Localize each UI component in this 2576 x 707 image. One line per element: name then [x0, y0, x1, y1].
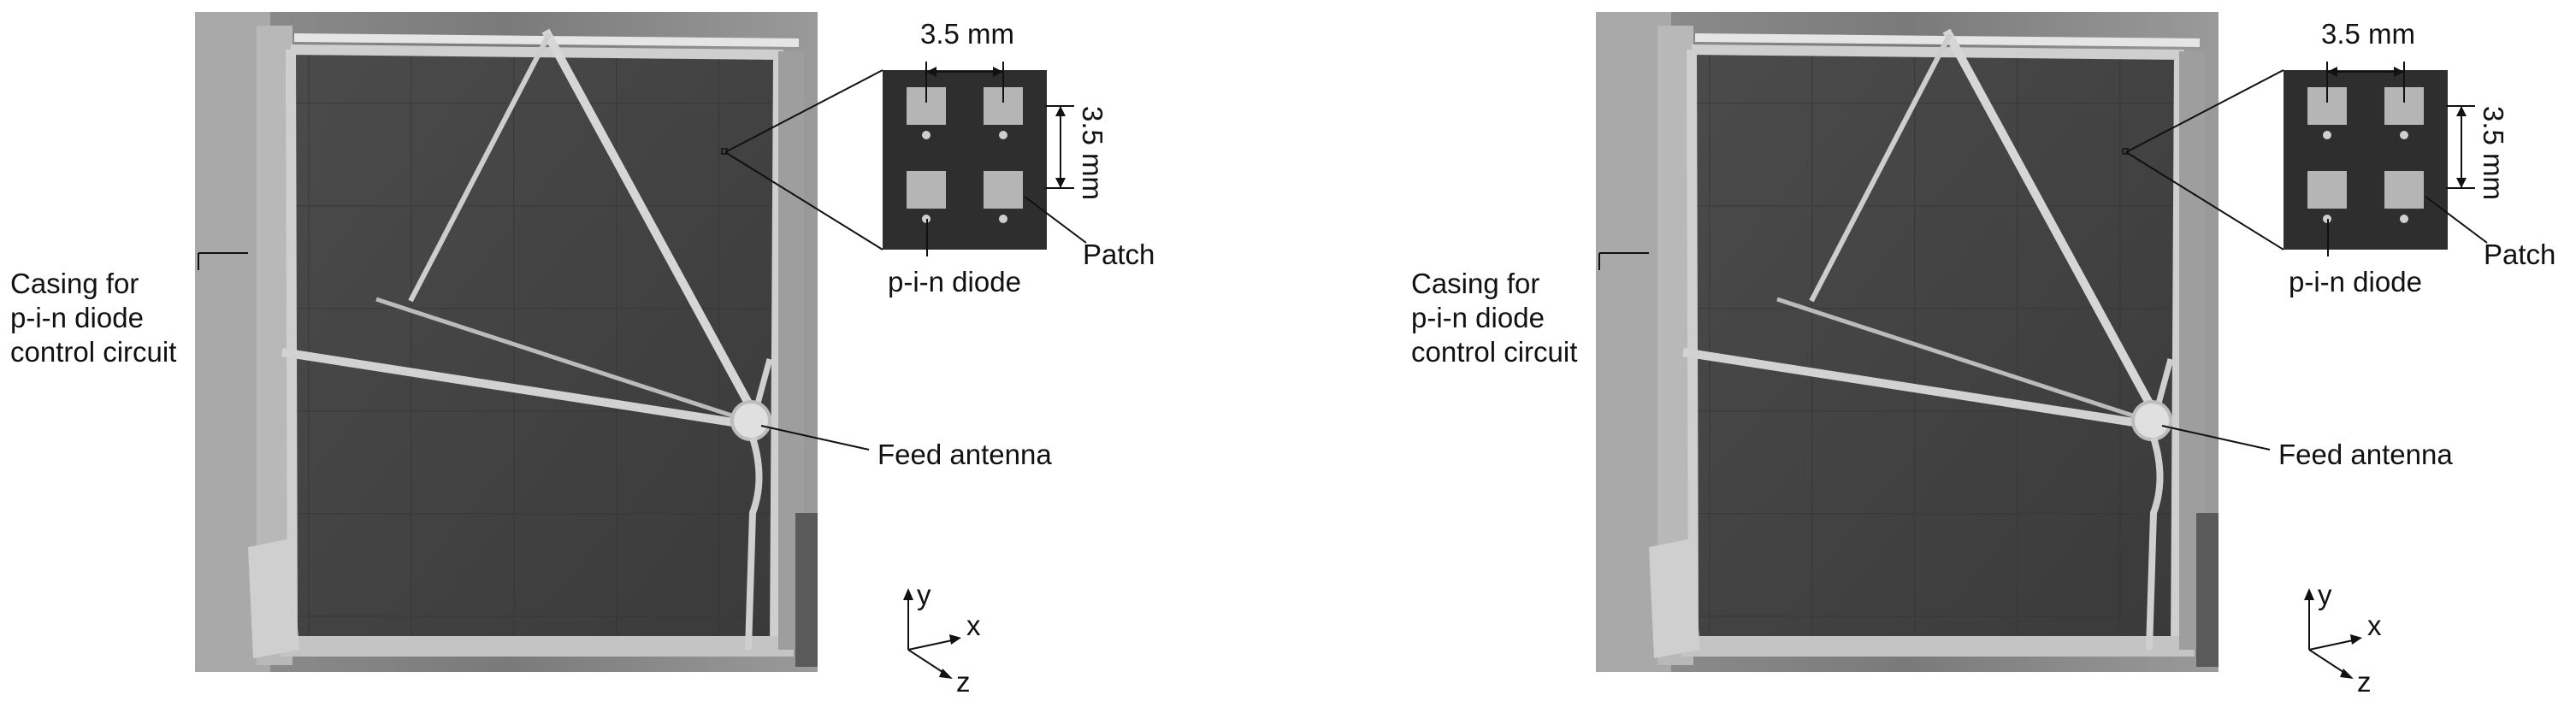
- spacing-x-label: 3.5 mm: [2321, 18, 2416, 50]
- casing-label: Casing for p-i-n diode control circuit: [10, 267, 176, 369]
- patch-label: Patch: [2484, 239, 2556, 270]
- diode-label: p-i-n diode: [888, 266, 1021, 298]
- casing-label-line-3: control circuit: [10, 336, 177, 368]
- spacing-y-label: 3.5 mm: [2478, 106, 2509, 201]
- casing-label-line-2: p-i-n diode: [10, 302, 144, 333]
- coordinate-axes: [903, 588, 961, 679]
- casing-label-line-2: p-i-n diode: [1411, 302, 1545, 333]
- photo-illustration: [195, 12, 1087, 679]
- feed-antenna-label: Feed antenna: [877, 439, 1052, 470]
- figure-panel-right: Casing for p-i-n diode control circuit F…: [1401, 0, 2576, 707]
- coordinate-axes: [2304, 588, 2362, 679]
- photo-illustration: [1596, 12, 2488, 679]
- axis-x-label: x: [2367, 610, 2382, 641]
- patch-label: Patch: [1083, 239, 1155, 270]
- axis-z-label: z: [2357, 666, 2372, 698]
- unit-cell-inset: [2284, 70, 2448, 250]
- feed-antenna-shape: [2131, 400, 2172, 441]
- axis-y-label: y: [2318, 579, 2332, 610]
- figure-panel-left: Casing for p-i-n diode control circuit F…: [10, 12, 1155, 698]
- axis-x-label: x: [966, 610, 981, 641]
- casing-label-line-1: Casing for: [10, 268, 139, 299]
- spacing-x-label: 3.5 mm: [920, 18, 1015, 50]
- feed-antenna-label: Feed antenna: [2278, 439, 2453, 470]
- casing-label-line-3: control circuit: [1411, 336, 1578, 368]
- axis-y-label: y: [917, 579, 931, 610]
- axis-z-label: z: [956, 666, 971, 698]
- diode-label: p-i-n diode: [2289, 266, 2422, 298]
- casing-label-line-1: Casing for: [1411, 268, 1540, 299]
- unit-cell-inset: [883, 70, 1047, 250]
- spacing-y-label: 3.5 mm: [1077, 106, 1108, 201]
- feed-antenna-shape: [730, 400, 771, 441]
- casing-label: Casing for p-i-n diode control circuit: [1411, 267, 1577, 369]
